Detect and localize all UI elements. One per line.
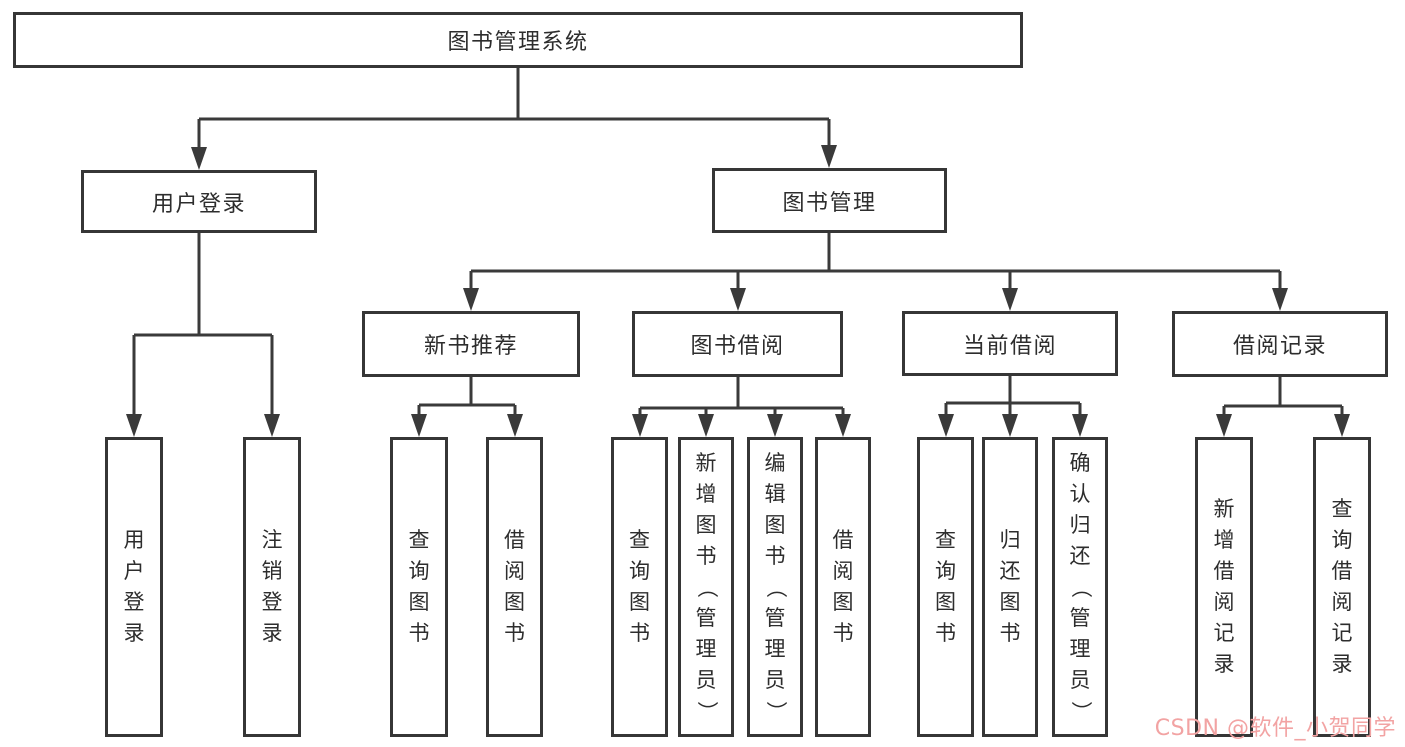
node-new-book-recommend: 新书推荐 (362, 311, 580, 377)
node-leaf-query-books-borrow: 查询图书 (611, 437, 668, 737)
node-book-management: 图书管理 (712, 168, 947, 233)
node-leaf-query-books-recommend: 查询图书 (390, 437, 448, 737)
node-user-login: 用户登录 (81, 170, 317, 233)
csdn-watermark: CSDN @软件_小贺同学 (1154, 716, 1396, 741)
node-leaf-user-login: 用户登录 (105, 437, 163, 737)
node-leaf-confirm-return-admin: 确认归还（管理员） (1052, 437, 1108, 737)
node-leaf-query-borrow-record: 查询借阅记录 (1313, 437, 1371, 737)
node-leaf-borrow-books-recommend: 借阅图书 (486, 437, 543, 737)
node-leaf-add-borrow-record: 新增借阅记录 (1195, 437, 1253, 737)
node-borrow-records: 借阅记录 (1172, 311, 1388, 377)
node-leaf-logout: 注销登录 (243, 437, 301, 737)
node-leaf-add-books-admin: 新增图书（管理员） (678, 437, 734, 737)
node-leaf-return-books: 归还图书 (982, 437, 1038, 737)
node-current-borrow: 当前借阅 (902, 311, 1118, 376)
node-leaf-borrow-books: 借阅图书 (815, 437, 871, 737)
node-leaf-query-books-current: 查询图书 (917, 437, 974, 737)
node-leaf-edit-books-admin: 编辑图书（管理员） (747, 437, 803, 737)
node-root-system: 图书管理系统 (13, 12, 1023, 68)
node-book-borrow: 图书借阅 (632, 311, 843, 377)
